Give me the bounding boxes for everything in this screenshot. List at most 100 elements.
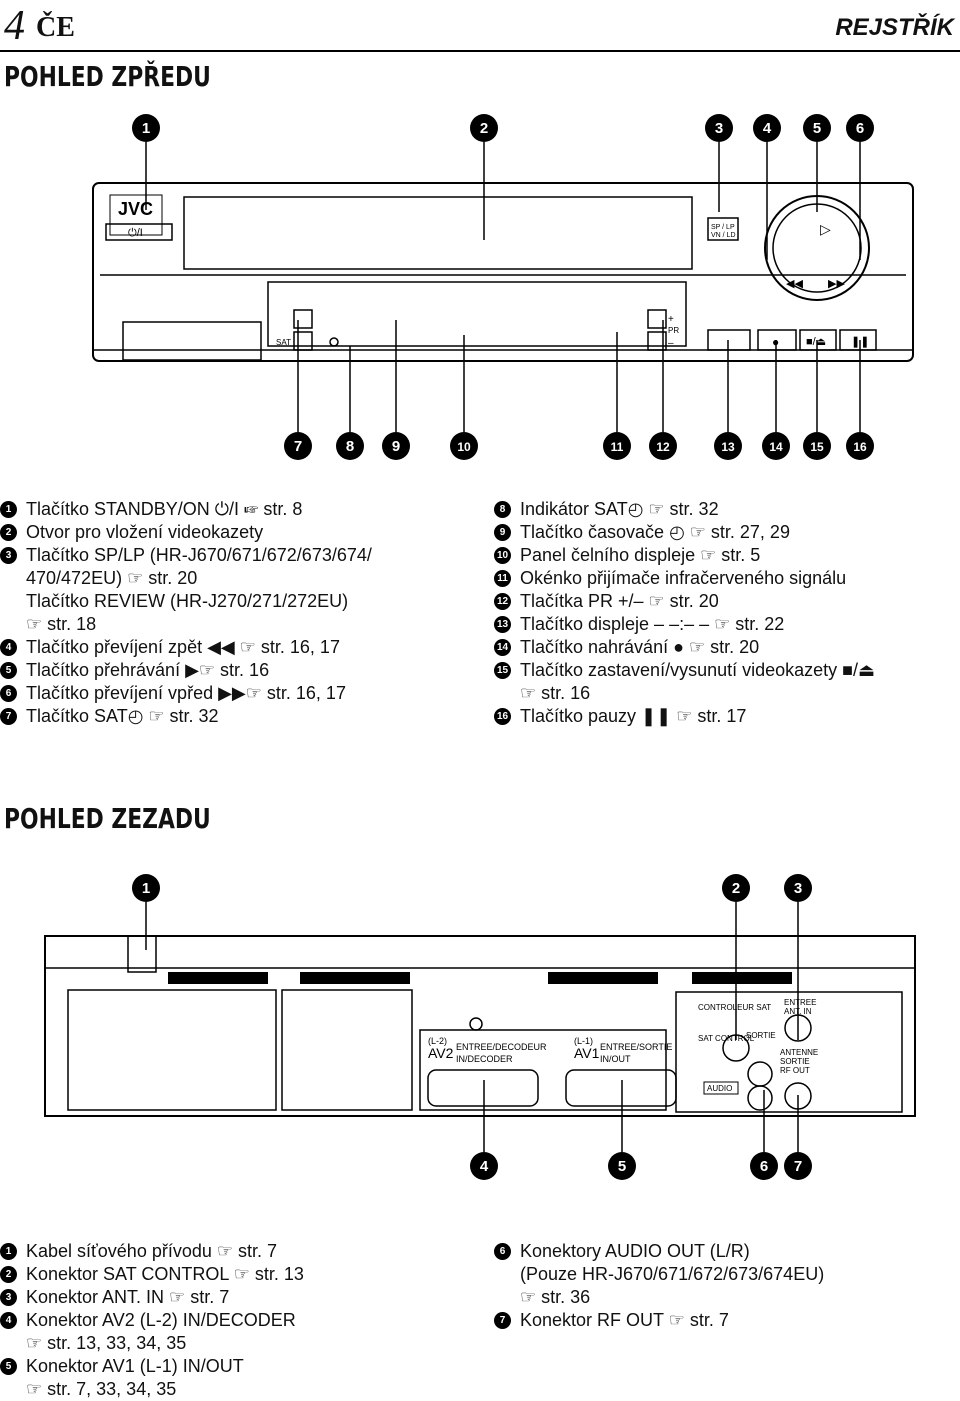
item-number-badge: 7 (494, 1312, 511, 1329)
callout-badge (132, 114, 160, 142)
item-text-line: ☞ str. 18 (26, 614, 97, 634)
control-en-label: SAT CONTROL (698, 1034, 755, 1043)
rewind-icon[interactable]: ◀◀ (786, 278, 803, 290)
item-text-line: Kabel síťového přívodu ☞ str. 7 (26, 1241, 278, 1261)
callout-number: 10 (457, 440, 471, 454)
callout-badge (336, 432, 364, 460)
control-fr-label: CONTROLEUR SAT (698, 1003, 771, 1012)
callout-number: 14 (769, 440, 783, 454)
item-text-line: Tlačítko převíjení zpět ◀◀ ☞ str. 16, 17 (26, 637, 340, 657)
item-number-badge: 4 (0, 639, 17, 656)
callout-badge (846, 114, 874, 142)
callout-number: 12 (656, 440, 670, 454)
list-item: 3 Konektor ANT. IN ☞ str. 7 (0, 1286, 304, 1309)
callout-number: 5 (813, 120, 821, 137)
item-text-line: Tlačítko REVIEW (HR-J270/271/272EU) (26, 591, 349, 611)
callout-badge (803, 114, 831, 142)
av2-en-label: IN/DECODER (456, 1054, 513, 1064)
fast-forward-icon[interactable]: ▶▶ (828, 278, 845, 290)
item-number-badge: 3 (0, 547, 17, 564)
stop-eject-icon[interactable]: ■/⏏ (806, 336, 826, 348)
item-number-badge: 3 (0, 1289, 17, 1306)
rear-section-title: POHLED ZEZADU (4, 802, 211, 835)
item-number-badge: 8 (494, 501, 511, 518)
list-item: 6 Konektory AUDIO OUT (L/R) (Pouze HR-J670… (494, 1240, 824, 1309)
av1-label: AV1 (574, 1045, 600, 1061)
page-number: 4 (4, 3, 25, 49)
record-icon[interactable]: ● (772, 335, 779, 349)
item-text-line: Konektory AUDIO OUT (L/R) (520, 1241, 750, 1261)
antenne-label: ANTENNE (780, 1048, 818, 1057)
item-number-badge: 10 (494, 547, 511, 564)
item-text-line: Konektor AV2 (L-2) IN/DECODER (26, 1310, 296, 1330)
item-number-badge: 2 (0, 524, 17, 541)
av2-fr-label: ENTREE/DECODEUR (456, 1042, 547, 1052)
callout-badge (750, 1152, 778, 1180)
power-button-label[interactable]: ⏻/I (128, 227, 143, 239)
callout-badge (762, 432, 790, 460)
list-item: 3 Tlačítko SP/LP (HR-J670/671/672/673/674… (0, 544, 372, 636)
item-number-badge: 7 (0, 708, 17, 725)
callout-number: 7 (794, 1158, 802, 1175)
item-text-line: ☞ str. 13, 33, 34, 35 (26, 1333, 187, 1353)
callout-badge (470, 1152, 498, 1180)
page-title: REJSTŘÍK (835, 14, 954, 41)
item-text-line: ☞ str. 16 (520, 683, 591, 703)
item-text-line: Panel čelního displeje ☞ str. 5 (520, 545, 761, 565)
audio-label: AUDIO (707, 1084, 732, 1093)
callout-number: 3 (794, 880, 802, 897)
item-text-line: Tlačítka PR +/– ☞ str. 20 (520, 591, 719, 611)
callout-badge (382, 432, 410, 460)
list-item: 16 Tlačítko pauzy ❚❚ ☞ str. 17 (494, 705, 875, 728)
callout-badge (450, 432, 478, 460)
item-number-badge: 14 (494, 639, 511, 656)
callout-number: 4 (763, 120, 772, 137)
item-number-badge: 4 (0, 1312, 17, 1329)
vcr-front-body (92, 182, 914, 362)
callout-number: 7 (294, 438, 302, 455)
callout-number: 15 (810, 440, 824, 454)
item-text-line: Tlačítko přehrávání ▶☞ str. 16 (26, 660, 270, 680)
callout-number: 4 (480, 1158, 489, 1175)
play-icon[interactable]: ▷ (820, 221, 831, 237)
item-text-line: Tlačítko nahrávání ● ☞ str. 20 (520, 637, 760, 657)
pr-label: PR (668, 326, 679, 335)
callout-badge (846, 432, 874, 460)
pause-icon[interactable]: ❚❚ (851, 336, 869, 348)
item-text-line: Tlačítko zastavení/vysunutí videokazety … (520, 660, 876, 680)
item-text-line: Konektor ANT. IN ☞ str. 7 (26, 1287, 230, 1307)
header-rule (0, 50, 960, 52)
item-text-line: Tlačítko displeje – –:– – ☞ str. 22 (520, 614, 785, 634)
item-text-line: Konektor AV1 (L-1) IN/OUT (26, 1356, 244, 1376)
callout-number: 13 (721, 440, 735, 454)
rear-items-right: 6 Konektory AUDIO OUT (L/R) (Pouze HR-J670… (494, 1240, 824, 1332)
callout-number: 9 (392, 438, 400, 455)
av1-tag: (L-1) (574, 1036, 593, 1046)
item-number-badge: 5 (0, 1358, 17, 1375)
rear-leader-lines (145, 902, 799, 1152)
item-text-line: ☞ str. 7, 33, 34, 35 (26, 1379, 177, 1399)
item-text-line: Tlačítko pauzy ❚❚ ☞ str. 17 (520, 706, 747, 726)
callout-badge (714, 432, 742, 460)
rf-out-label: RF OUT (780, 1066, 810, 1075)
item-text-line: Tlačítko SP/LP (HR-J670/671/672/673/674/ (26, 545, 372, 565)
list-item: 5 Konektor AV1 (L-1) IN/OUT ☞ str. 7, 33, … (0, 1355, 304, 1401)
entree-label: ENTREE (784, 998, 816, 1007)
callout-number: 1 (142, 880, 150, 897)
callout-badge (784, 1152, 812, 1180)
item-text-line: (Pouze HR-J670/671/672/673/674EU) (520, 1264, 825, 1284)
sp-lp-button-label[interactable]: SP / LP (711, 224, 735, 231)
item-number-badge: 16 (494, 708, 511, 725)
item-number-badge: 6 (494, 1243, 511, 1260)
callout-number: 3 (715, 120, 723, 137)
callout-badge (705, 114, 733, 142)
front-section-title: POHLED ZPŘEDU (4, 60, 211, 93)
